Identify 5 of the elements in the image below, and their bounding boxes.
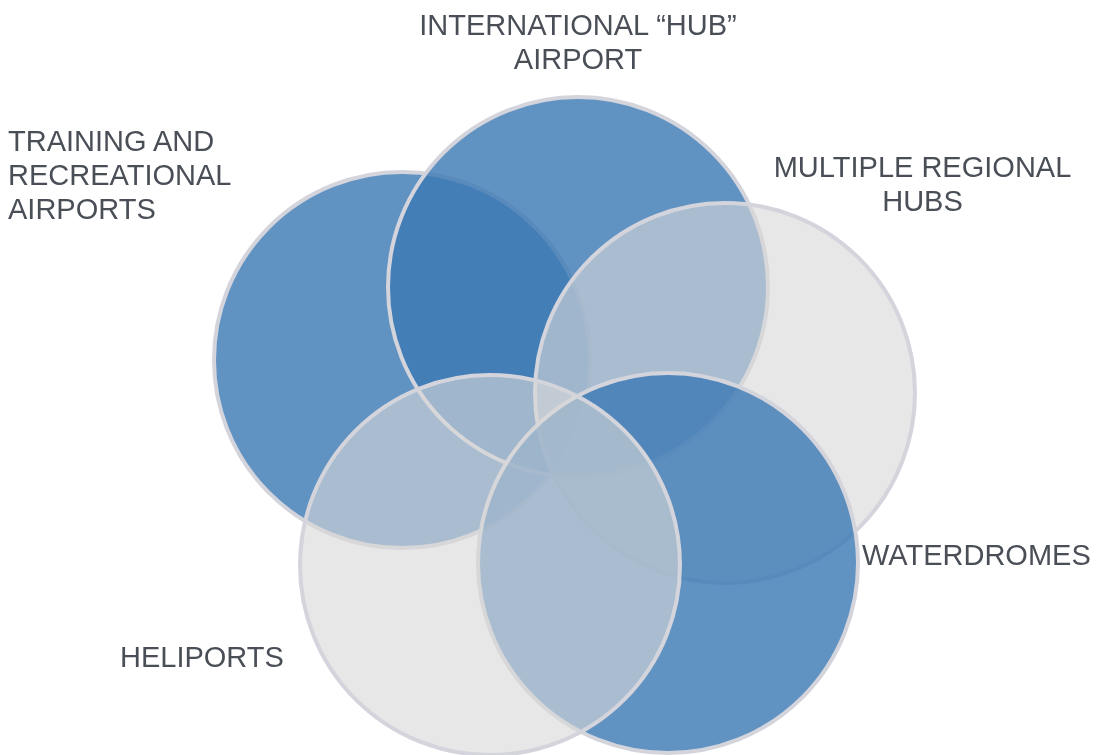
circle-label: HELIPORTS xyxy=(120,640,285,674)
circle-label: INTERNATIONAL “HUB” AIRPORT xyxy=(418,8,738,76)
circle-label: MULTIPLE REGIONAL HUBS xyxy=(772,150,1073,218)
circle-label: WATERDROMES xyxy=(862,538,1092,572)
circle-label: TRAINING AND RECREATIONAL AIRPORTS xyxy=(8,124,232,226)
